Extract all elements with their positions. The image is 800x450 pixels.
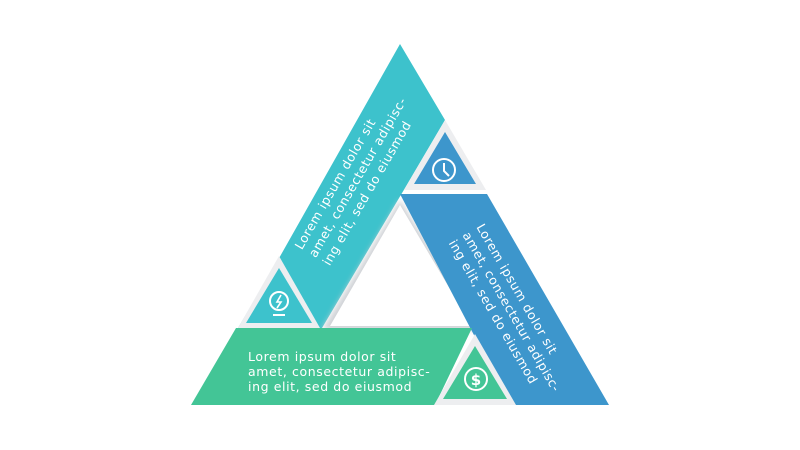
bulb-triangle (246, 268, 312, 323)
svg-text:$: $ (471, 371, 481, 389)
lightbulb-bolt-icon (269, 291, 289, 316)
svg-text:Lorem ipsum dolor sit: Lorem ipsum dolor sit (248, 349, 396, 364)
svg-text:amet, consectetur adipisc-: amet, consectetur adipisc- (248, 364, 430, 379)
dollar-triangle (443, 346, 507, 399)
left-segment (238, 44, 445, 328)
bottom-segment-text: Lorem ipsum dolor sit amet, consectetur … (248, 349, 430, 394)
clock-triangle (414, 132, 476, 184)
svg-text:ing elit, sed do eiusmod: ing elit, sed do eiusmod (248, 379, 412, 394)
bottom-segment (191, 328, 472, 405)
center-hole (330, 205, 472, 326)
dollar-icon: $ (464, 367, 488, 391)
clock-icon (432, 158, 456, 182)
right-segment (400, 194, 609, 405)
